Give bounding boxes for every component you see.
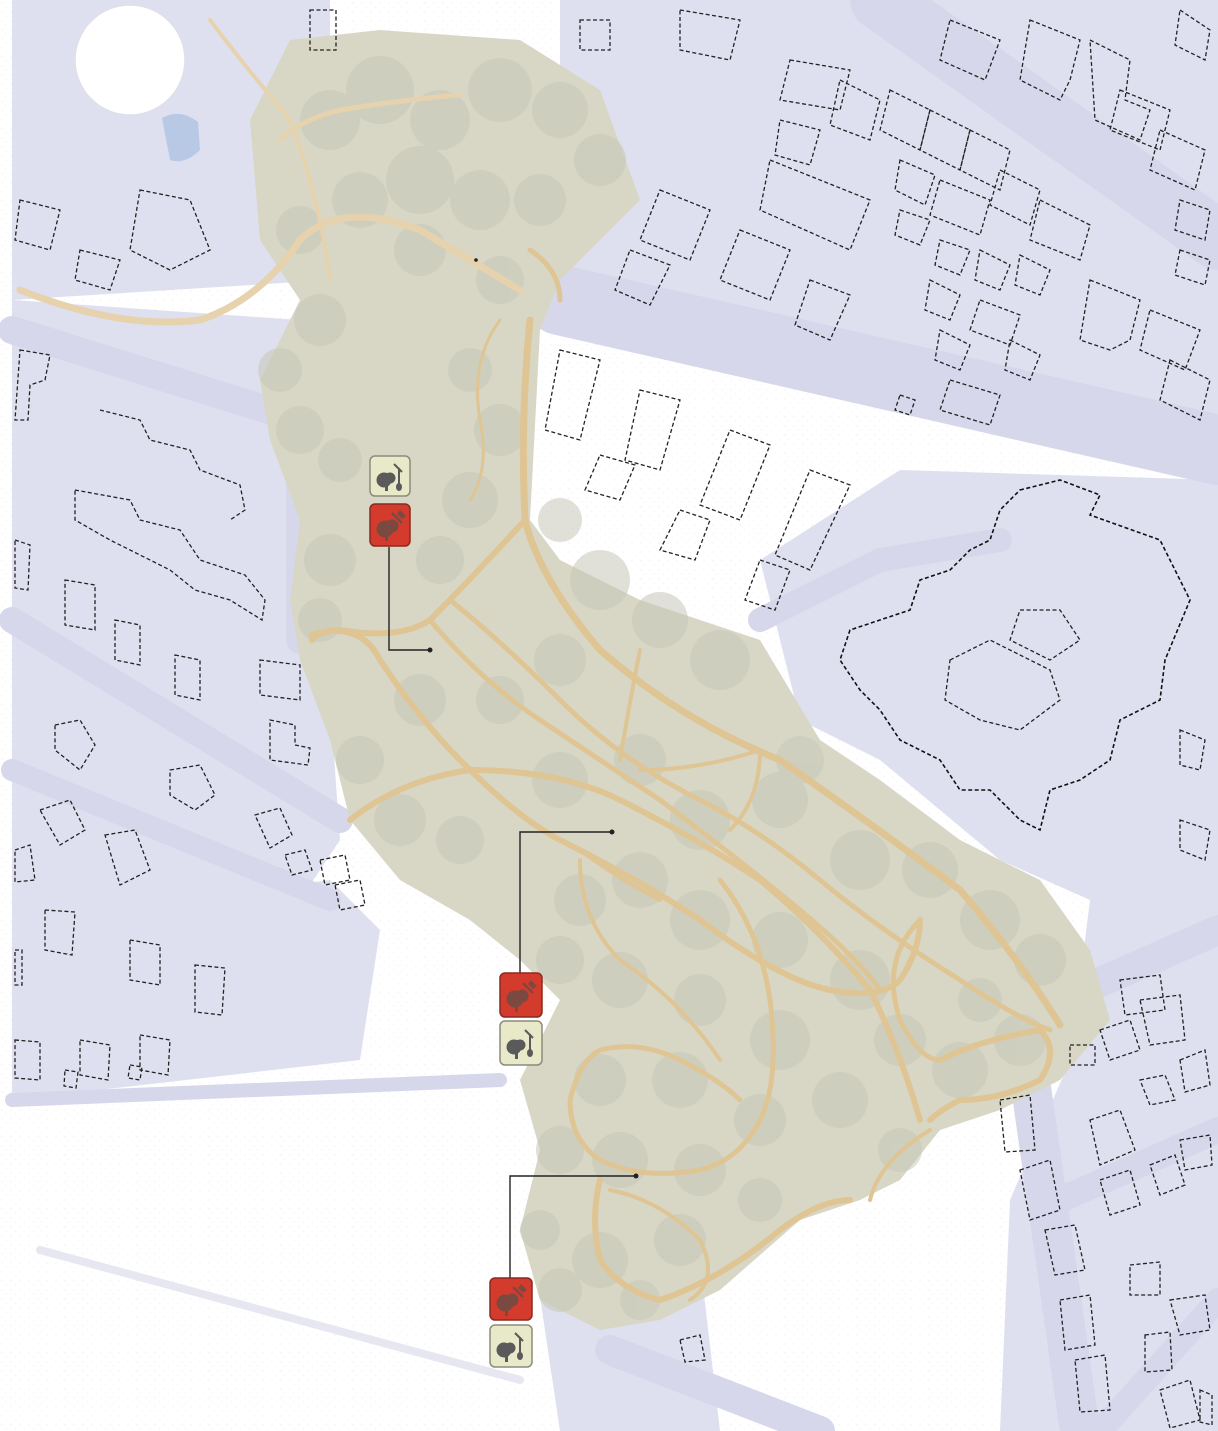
tree-shovel-icon (506, 1029, 534, 1059)
leader-lines (388, 547, 636, 1278)
tree-shovel-icon (496, 1332, 524, 1362)
tree-axe-marker[interactable] (499, 972, 543, 1018)
tree-shovel-marker[interactable] (499, 1020, 543, 1066)
tree-axe-marker[interactable] (369, 503, 411, 547)
tree-shovel-marker[interactable] (489, 1324, 533, 1368)
courtyard-building (944, 639, 1061, 731)
tree-axe-icon (376, 510, 406, 541)
tree-axe-marker[interactable] (489, 1277, 533, 1321)
marker-group-middle[interactable] (499, 972, 543, 1066)
marker-group-south[interactable] (489, 1277, 533, 1368)
building-footprints (14, 8, 1213, 1429)
large-building-complex (839, 479, 1191, 832)
marker-group-north[interactable] (369, 455, 411, 547)
tree-shovel-marker[interactable] (369, 455, 411, 497)
tree-axe-icon (496, 1284, 527, 1316)
tree-axe-icon (506, 980, 537, 1012)
roundabout (74, 4, 186, 116)
footpath-network (16, 18, 1064, 1303)
tree-shovel-icon (376, 463, 403, 491)
annex-building (1009, 609, 1081, 661)
leader-points (427, 258, 639, 1179)
